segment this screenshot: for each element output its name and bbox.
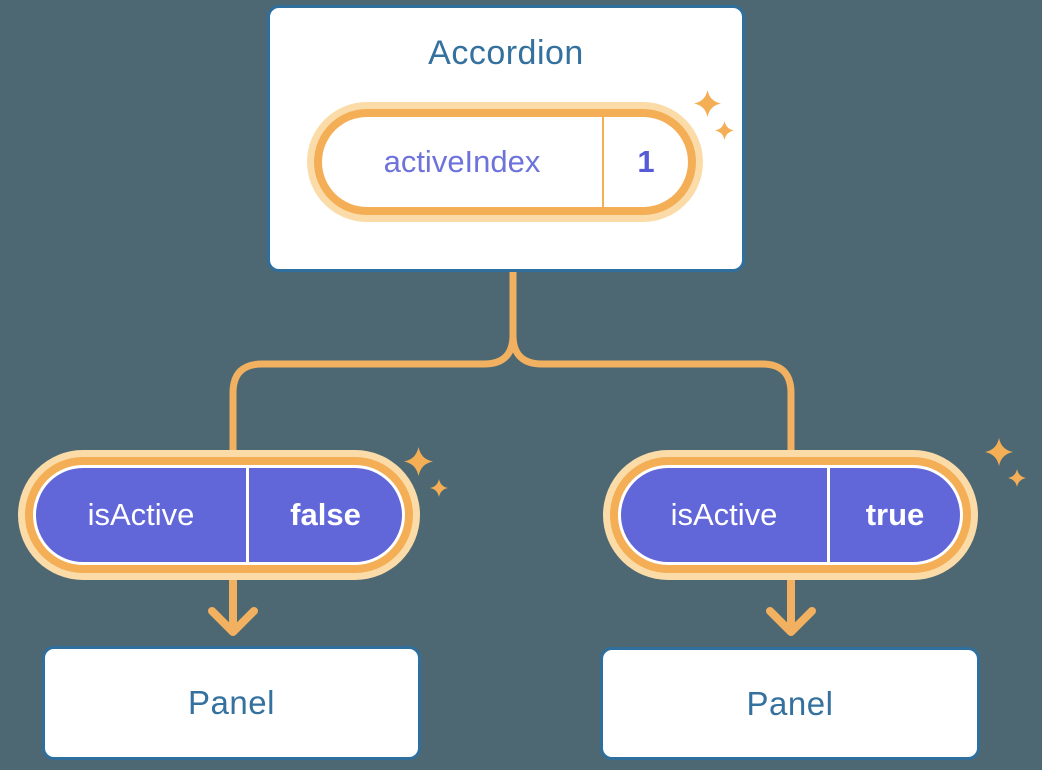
pill-divider [827,468,830,562]
prop-value-left: false [290,497,361,532]
state-value: 1 [637,144,655,179]
panel-title-left: Panel [188,684,275,721]
pill-divider [602,117,604,207]
prop-name-right: isActive [670,497,778,532]
panel-node-left: Panel [42,646,421,760]
arrow-left [208,576,258,636]
state-pill-ring: activeIndex 1 [314,109,696,215]
branch-right-line [509,271,795,450]
prop-value-right: true [865,497,925,532]
sparkle-icon [694,90,721,117]
prop-pill-right-ring: isActive true [610,457,971,573]
state-name: activeIndex [383,144,541,179]
prop-pill-left: isActive false [18,450,420,580]
state-pill: activeIndex 1 [307,102,703,222]
arrow-right [766,576,816,636]
panel-node-right: Panel [600,647,980,760]
branch-left-line [229,271,517,450]
component-title: Accordion [428,34,584,72]
prop-pill-left-ring: isActive false [25,457,413,573]
panel-title-right: Panel [746,684,834,722]
sparkle-icon [404,447,433,476]
pill-divider [246,468,249,562]
sparkle-icon [715,121,734,140]
sparkle-icon [985,438,1013,466]
sparkle-icon [430,479,448,497]
prop-pill-right: isActive true [603,450,978,580]
sparkle-icon [1008,469,1026,487]
prop-name-left: isActive [87,497,195,532]
